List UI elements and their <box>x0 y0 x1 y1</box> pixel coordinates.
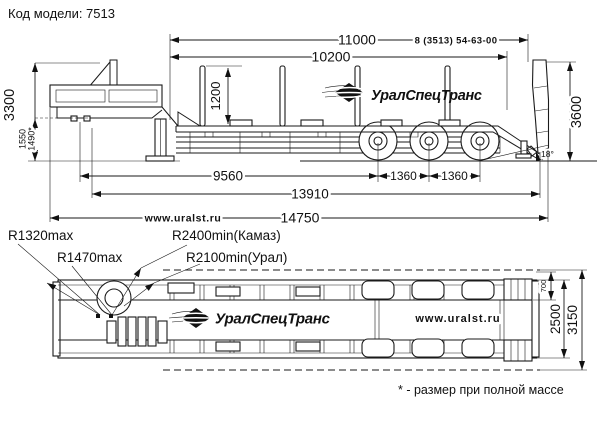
ext-lines-14750 <box>49 108 549 222</box>
radius-arrow-r1320 <box>46 282 101 316</box>
deck-tabs <box>204 132 419 138</box>
radius-r1320-label: R1320max <box>8 228 74 243</box>
uralspetstrans-logo-icon-plan <box>168 308 211 328</box>
rear-support-foot <box>515 153 532 159</box>
dim-1360-b: 1360 <box>441 169 468 183</box>
front-end-plate <box>52 281 61 357</box>
dim-1360-a: 1360 <box>390 169 417 183</box>
rear-ramp <box>531 59 550 155</box>
dim-11000: 11000 <box>338 32 376 48</box>
ramp-hinge <box>526 145 538 157</box>
angle-arc <box>535 151 544 162</box>
ext-lines-2500 <box>538 279 570 359</box>
rear-support <box>520 140 528 155</box>
bolster-block <box>438 119 461 127</box>
dim-1550: 1550 <box>18 129 28 149</box>
radius-r2400-label: R2400min(Камаз) <box>172 228 281 243</box>
phone-number: 8 (3513) 54-63-00 <box>415 36 498 47</box>
gooseneck-box <box>49 84 163 108</box>
radius-r2100-label: R2100min(Урал) <box>186 250 287 265</box>
deck-fitting <box>167 282 195 294</box>
tire-box <box>411 280 445 300</box>
dim-3300: 3300 <box>2 89 18 121</box>
bolster-block <box>229 119 253 127</box>
stake <box>279 65 286 127</box>
swept-width-dashed <box>163 269 540 371</box>
cross-members-center <box>374 300 505 340</box>
plan-rail-lines <box>58 284 537 354</box>
dim-3150: 3150 <box>565 305 580 335</box>
deck-fitting <box>295 286 321 297</box>
stake <box>199 65 206 127</box>
kingpin-bolt <box>70 115 78 122</box>
website-plan: www.uralst.ru <box>414 313 500 325</box>
slat-stack <box>106 316 168 347</box>
ext-lines-axles <box>79 122 481 182</box>
dim-ramp-angle: 18° <box>541 149 554 159</box>
radius-arrow-r2400 <box>111 267 142 316</box>
front-shield <box>84 59 122 89</box>
rear-ramp-plan-bottom <box>503 339 533 362</box>
uralspetstrans-logo-icon <box>321 83 364 102</box>
frame-rails <box>176 136 500 154</box>
tire-box <box>411 338 445 358</box>
deck-fitting <box>215 286 241 297</box>
tire-box <box>361 338 395 358</box>
kingpin-point <box>96 314 100 318</box>
dim-1200: 1200 <box>208 82 223 111</box>
dim-700: 700 <box>539 280 548 293</box>
rear-end-plate <box>531 280 540 358</box>
ext-lines-3150 <box>540 269 587 371</box>
dim-10200: 10200 <box>312 49 351 65</box>
rear-ramp-segments <box>533 85 549 134</box>
dim-1490: 1490* <box>27 127 37 151</box>
rear-ramp-plan-top <box>503 278 533 301</box>
gooseneck-panel <box>108 89 158 103</box>
kingpin-point <box>109 314 113 318</box>
bolster-block <box>380 119 403 127</box>
plan-view: УралСпецТранс www.uralst.ru R1320max R14… <box>8 228 587 371</box>
gusset <box>177 111 202 127</box>
gooseneck-panel <box>55 89 106 103</box>
radius-leaders <box>17 243 201 316</box>
website-side: www.uralst.ru <box>144 213 222 225</box>
landing-leg-foot <box>145 155 175 162</box>
dim-13910: 13910 <box>291 187 329 202</box>
rail-hangers <box>189 132 501 153</box>
footnote: * - размер при полной массе <box>398 383 564 397</box>
kingpin-bolt <box>83 115 91 122</box>
radius-arrow-r2100 <box>123 282 155 307</box>
dim-14750: 14750 <box>281 210 320 226</box>
deck-fitting <box>295 341 321 352</box>
ext-lines-13910 <box>91 128 541 198</box>
dim-2500: 2500 <box>548 304 563 334</box>
brand-name-plan: УралСпецТранс <box>215 311 331 328</box>
brand-name-side: УралСпецТранс <box>371 88 482 104</box>
deck-fitting <box>215 341 241 352</box>
tire-box <box>461 338 495 358</box>
ext-lines-700 <box>533 271 556 301</box>
model-code-label: Код модели: 7513 <box>8 6 115 21</box>
dim-9560: 9560 <box>213 169 243 184</box>
tire-box <box>361 280 395 300</box>
beavertail-slope <box>477 144 550 162</box>
dim-3600: 3600 <box>569 96 585 128</box>
kingpin-circle-inner <box>104 288 124 308</box>
bolster-block <box>300 119 324 127</box>
tire-box <box>461 280 495 300</box>
ext-lines-11000 <box>169 34 529 120</box>
side-view: 18° УралСпецТранс 11000 8 (3513) 54-63-0… <box>0 29 597 228</box>
radius-r1470-label: R1470max <box>57 250 123 265</box>
